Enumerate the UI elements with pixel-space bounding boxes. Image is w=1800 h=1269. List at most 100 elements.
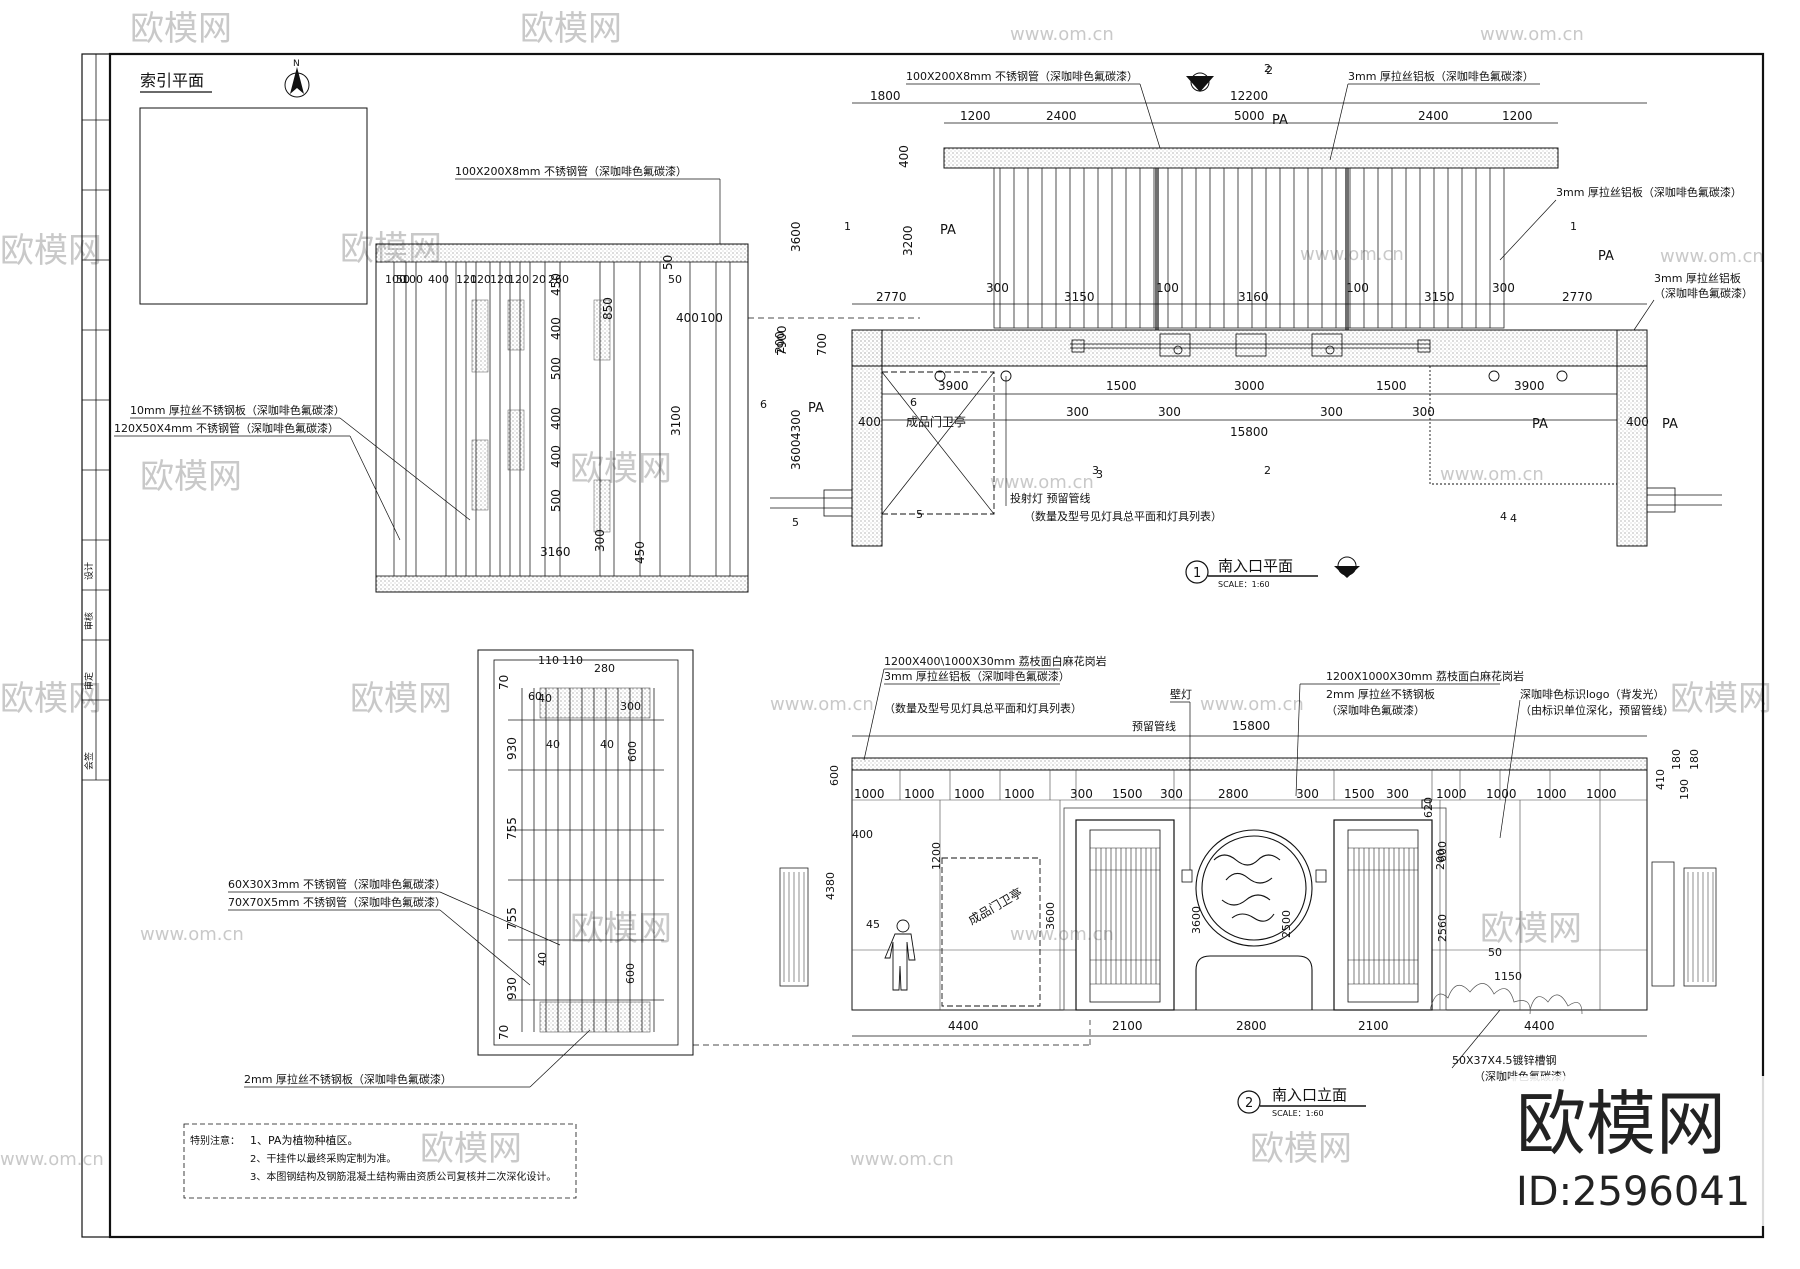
elevation-dim: 3600 xyxy=(1190,906,1203,934)
elevation-dim: 1000 xyxy=(1486,787,1517,801)
elevation-dim: 2100 xyxy=(1112,1019,1143,1033)
detail-a-dim: 50 xyxy=(668,273,682,286)
elevation-dim: 1000 xyxy=(1536,787,1567,801)
detail-a-dim: 450 xyxy=(633,541,647,564)
elevation-title: 南入口立面 xyxy=(1272,1086,1347,1104)
plan-section-mark: 2 xyxy=(1264,464,1271,477)
plan-dim: 1200 xyxy=(1502,109,1533,123)
detail-a-dim: 300 xyxy=(593,529,607,552)
watermark-text: 欧模网 xyxy=(0,679,102,719)
elevation-guard-label: 成品门卫亭 xyxy=(965,885,1024,928)
plan-pa-label: PA xyxy=(1272,113,1288,128)
detail-a-dim: 3100 xyxy=(669,405,683,436)
index-plan-title: 索引平面 xyxy=(140,71,204,90)
elevation-dim: 1000 xyxy=(854,787,885,801)
plan-section-mark: 3 xyxy=(1092,464,1099,477)
elevation-dim: 1000 xyxy=(1586,787,1617,801)
watermark-text: www.om.cn xyxy=(1480,24,1584,45)
plan-guard-label: 成品门卫亭 xyxy=(906,414,966,429)
detail-a-dim: 850 xyxy=(601,297,615,320)
plan-section-mark: 6 xyxy=(760,398,767,411)
shrub-icon xyxy=(1429,983,1583,1015)
watermark-text: www.om.cn xyxy=(770,694,874,715)
plan-dim: 100 xyxy=(1156,281,1179,295)
svg-text:N: N xyxy=(293,59,300,69)
detail-b-callout-3: 2mm 厚拉丝不锈钢板（深咖啡色氟碳漆） xyxy=(244,1072,452,1086)
detail-a-dim: 120 xyxy=(508,273,529,286)
detail-a-callout-top: 100X200X8mm 不锈钢管（深咖啡色氟碳漆） xyxy=(455,164,687,178)
watermark-text: 欧模网 xyxy=(140,457,242,497)
elev-callout-bottom: 50X37X4.5镀锌槽钢 xyxy=(1452,1053,1557,1067)
detail-b-dim: 110 xyxy=(538,654,559,667)
plan-dim: 400 xyxy=(897,145,911,168)
watermark-text: 欧模网 xyxy=(1250,1129,1352,1169)
elevation-dim: 2800 xyxy=(1218,787,1249,801)
detail-a-dim: 400 xyxy=(428,273,449,286)
detail-a-dim: 400 xyxy=(549,317,563,340)
plan-dim: 1200 xyxy=(960,109,991,123)
elevation-dim: 4380 xyxy=(824,872,837,900)
detail-a-callout-plate: 10mm 厚拉丝不锈钢板（深咖啡色氟碳漆） xyxy=(130,403,345,417)
notes-item-2: 2、干挂件以最终采购定制为准。 xyxy=(250,1152,396,1165)
plan-callout-plate-far2: （深咖啡色氟碳漆） xyxy=(1654,286,1753,300)
south-entrance-elevation: 成品门卫亭 15800 1000 1000 1000 1000 300 1500 300 280… xyxy=(779,654,1717,1118)
plan-dim: 3160 xyxy=(1238,290,1269,304)
person-figure-icon xyxy=(884,919,916,991)
detail-a-callout-tube: 120X50X4mm 不锈钢管（深咖啡色氟碳漆） xyxy=(114,421,339,435)
plan-dim: 100 xyxy=(1346,281,1369,295)
detail-b-dim: 40 xyxy=(536,952,549,966)
brand-watermark: 欧模网 ID:2596041 xyxy=(1510,1076,1770,1226)
detail-a-dim: 50 xyxy=(396,273,410,286)
plan-section-mark: 2 xyxy=(1264,62,1271,75)
plan-dim: 3000 xyxy=(1234,379,1265,393)
plan-dim: 300 xyxy=(1066,405,1089,419)
detail-a-dim: 400 xyxy=(549,445,563,468)
north-arrow-icon: N xyxy=(284,59,310,98)
plan-dim-15800: 15800 xyxy=(1230,425,1268,439)
watermark-text: 欧模网 xyxy=(0,231,102,271)
plan-section-mark: 6 xyxy=(910,396,917,409)
elev-callout-lights: （数量及型号见灯具总平面和灯具列表） xyxy=(884,701,1082,715)
watermark-text: 欧模网 xyxy=(420,1129,522,1169)
plan-dim: 300 xyxy=(1320,405,1343,419)
elevation-dim-total: 15800 xyxy=(1232,719,1270,733)
elevation-dim: 1500 xyxy=(1344,787,1375,801)
plan-dim: 2400 xyxy=(1046,109,1077,123)
plan-section-mark: 3 xyxy=(1096,468,1103,481)
watermark-text: 欧模网 xyxy=(570,449,672,489)
plan-callout-plate-top: 3mm 厚拉丝铝板（深咖啡色氟碳漆） xyxy=(1348,69,1534,83)
elevation-dim: 2100 xyxy=(1358,1019,1389,1033)
plan-dim: 3600 xyxy=(789,221,803,252)
plan-dim: 3600 xyxy=(789,439,803,470)
watermark-text: 欧模网 xyxy=(1480,909,1582,949)
elevation-dim: 300 xyxy=(1296,787,1319,801)
elevation-dim: 2560 xyxy=(1436,914,1449,942)
watermark-text: www.om.cn xyxy=(140,924,244,945)
elevation-gate-right xyxy=(1333,819,1433,1011)
elevation-title-block: 2 南入口立面 SCALE：1:60 xyxy=(1237,1086,1366,1118)
detail-b-dim: 40 xyxy=(546,738,560,751)
elevation-dim: 1000 xyxy=(1004,787,1035,801)
detail-a-dim-total: 3160 xyxy=(540,545,571,559)
index-plan-frame xyxy=(139,107,368,305)
plan-dim: 300 xyxy=(1412,405,1435,419)
elev-callout-logo: 深咖啡色标识logo（背发光） xyxy=(1520,687,1665,701)
elevation-dim: 2500 xyxy=(1280,910,1293,938)
detail-b-dim: 40 xyxy=(600,738,614,751)
watermark-text: www.om.cn xyxy=(990,472,1094,493)
elevation-dim: 300 xyxy=(1386,787,1409,801)
detail-b-dim: 930 xyxy=(505,977,519,1000)
elevation-scale: SCALE：1:60 xyxy=(1272,1109,1324,1118)
plan-dim: 3900 xyxy=(1514,379,1545,393)
detail-b-dim: 60 xyxy=(528,690,542,703)
plan-top-symbol-icon: 2 xyxy=(1186,64,1273,92)
brand-id-text: ID:2596041 xyxy=(1516,1169,1750,1215)
detail-b-elevation: 60X30X3mm 不锈钢管（深咖啡色氟碳漆） 70X70X5mm 不锈钢管（深… xyxy=(228,649,694,1088)
plan-pa-label: PA xyxy=(1598,249,1614,264)
detail-b-dim: 930 xyxy=(505,737,519,760)
elevation-dim: 4400 xyxy=(1524,1019,1555,1033)
elevation-dim: 180 xyxy=(1670,749,1683,770)
elevation-number: 2 xyxy=(1245,1096,1253,1111)
plan-callout-light2: （数量及型号见灯具总平面和灯具列表） xyxy=(1024,509,1222,523)
